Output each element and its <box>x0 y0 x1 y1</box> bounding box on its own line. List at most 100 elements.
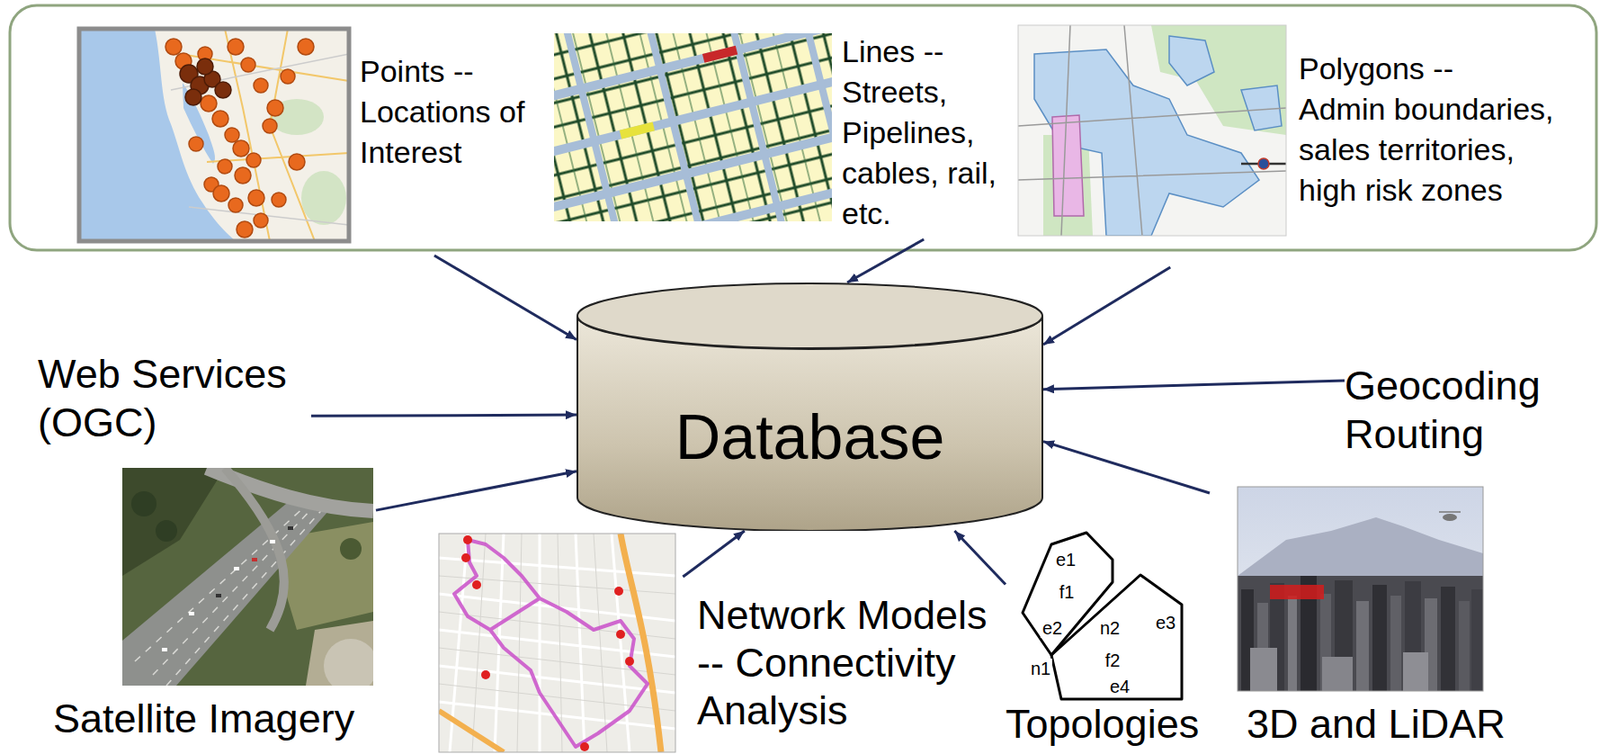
cylinder-top <box>577 283 1043 349</box>
satellite-image <box>122 503 335 686</box>
source-caption: Network Models -- Connectivity Analysis <box>697 590 1003 734</box>
satellite-image <box>215 593 222 598</box>
points-map <box>227 38 244 55</box>
topology-label: e1 <box>1054 549 1078 570</box>
points-map <box>179 58 232 106</box>
topology-label: e3 <box>1153 612 1178 633</box>
lidar-city-image <box>1439 510 1461 513</box>
network-map <box>438 533 676 752</box>
streets-map <box>565 33 632 222</box>
points-map <box>253 78 269 93</box>
network-map <box>614 586 624 596</box>
network-map <box>461 553 471 563</box>
satellite-image <box>339 537 362 560</box>
satellite-image <box>161 539 276 652</box>
map-frame <box>79 28 349 242</box>
wrap-spacer <box>1480 48 1562 90</box>
text-wrap: Satellite Imagery <box>53 696 355 742</box>
text-wrap: Points -- Locations of Interest <box>359 51 545 173</box>
satellite-image <box>287 526 294 530</box>
topology-label: f2 <box>1103 650 1123 671</box>
polygons-map <box>1258 158 1270 170</box>
network-map <box>616 629 626 639</box>
lidar-city-image <box>1237 486 1484 691</box>
streets-map <box>620 125 654 135</box>
network-map <box>481 670 491 680</box>
text-wrap: Geocoding Routing <box>1344 361 1561 459</box>
topology-label: f1 <box>1057 581 1077 602</box>
lidar-city-image <box>1390 595 1402 691</box>
points-map <box>297 38 314 55</box>
satellite-image <box>188 611 195 616</box>
data-source: Topologies <box>1005 539 1209 752</box>
points-map <box>212 110 229 127</box>
network-map <box>472 580 482 590</box>
lidar-city-image <box>1372 584 1387 691</box>
arrow-connector <box>1043 380 1345 390</box>
points-map <box>253 213 269 228</box>
data-source: Points -- Locations of Interest <box>79 28 548 256</box>
satellite-image <box>122 467 225 576</box>
arrow-connector <box>1043 267 1171 345</box>
source-caption: Geocoding Routing <box>1344 361 1561 459</box>
network-map <box>438 533 676 752</box>
points-map <box>79 28 349 242</box>
lidar-city-image <box>1356 600 1369 691</box>
satellite-image <box>224 467 285 630</box>
network-map <box>438 710 504 752</box>
lidar-city-image <box>1269 584 1324 599</box>
network-map <box>580 741 590 751</box>
lidar-city-image <box>1471 589 1484 691</box>
topology-label: n2 <box>1098 617 1122 638</box>
lidar-city-image <box>1458 600 1470 691</box>
streets-map <box>723 33 789 222</box>
lidar-city-image <box>1237 575 1484 691</box>
map-frame <box>1018 25 1287 236</box>
network-map <box>620 533 662 752</box>
lidar-city-image <box>1442 513 1457 521</box>
satellite-image <box>131 491 157 517</box>
network-map <box>463 535 473 545</box>
data-source: Web Services (OGC) <box>37 349 312 449</box>
streets-map <box>554 33 832 222</box>
points-map <box>165 38 314 238</box>
points-map <box>301 170 347 225</box>
points-map <box>241 57 256 72</box>
points-map <box>246 152 261 168</box>
topology-figure <box>1051 574 1182 699</box>
data-source: Polygons -- Admin boundaries, sales terr… <box>1018 25 1576 268</box>
data-source: Lines -- Streets, Pipelines, cables, rai… <box>554 30 1017 240</box>
arrow-connector <box>311 414 577 416</box>
points-map <box>228 197 243 213</box>
image-frame <box>1237 486 1484 691</box>
arrow-connector <box>847 239 924 283</box>
network-map <box>438 533 676 752</box>
points-map <box>213 185 230 202</box>
map-frame <box>438 533 676 752</box>
points-map <box>196 58 214 75</box>
text-wrap: Topologies <box>1005 701 1199 747</box>
network-map <box>625 656 635 666</box>
points-map <box>214 81 232 99</box>
points-map <box>262 118 278 134</box>
points-map <box>200 95 217 112</box>
lidar-city-image <box>1403 652 1429 691</box>
source-caption: Lines -- Streets, Pipelines, cables, rai… <box>841 31 1013 234</box>
layer-band <box>9 5 1597 251</box>
text-wrap: Network Models -- Connectivity Analysis <box>697 590 1003 734</box>
points-map <box>185 89 202 106</box>
polygons-map <box>1018 25 1287 236</box>
source-caption: Web Services (OGC) <box>37 349 308 447</box>
source-caption: Topologies <box>1005 701 1199 747</box>
points-map <box>236 221 253 238</box>
network-map <box>461 535 635 751</box>
data-source: 3D and LiDAR <box>1209 486 1510 749</box>
streets-map <box>554 33 832 222</box>
polygons-map <box>1018 25 1287 236</box>
points-map <box>232 140 250 157</box>
points-map <box>234 167 251 184</box>
polygons-map <box>1018 25 1287 236</box>
lidar-city-image <box>1287 595 1297 691</box>
arrow-connector <box>682 530 745 577</box>
satellite-image <box>251 557 258 562</box>
